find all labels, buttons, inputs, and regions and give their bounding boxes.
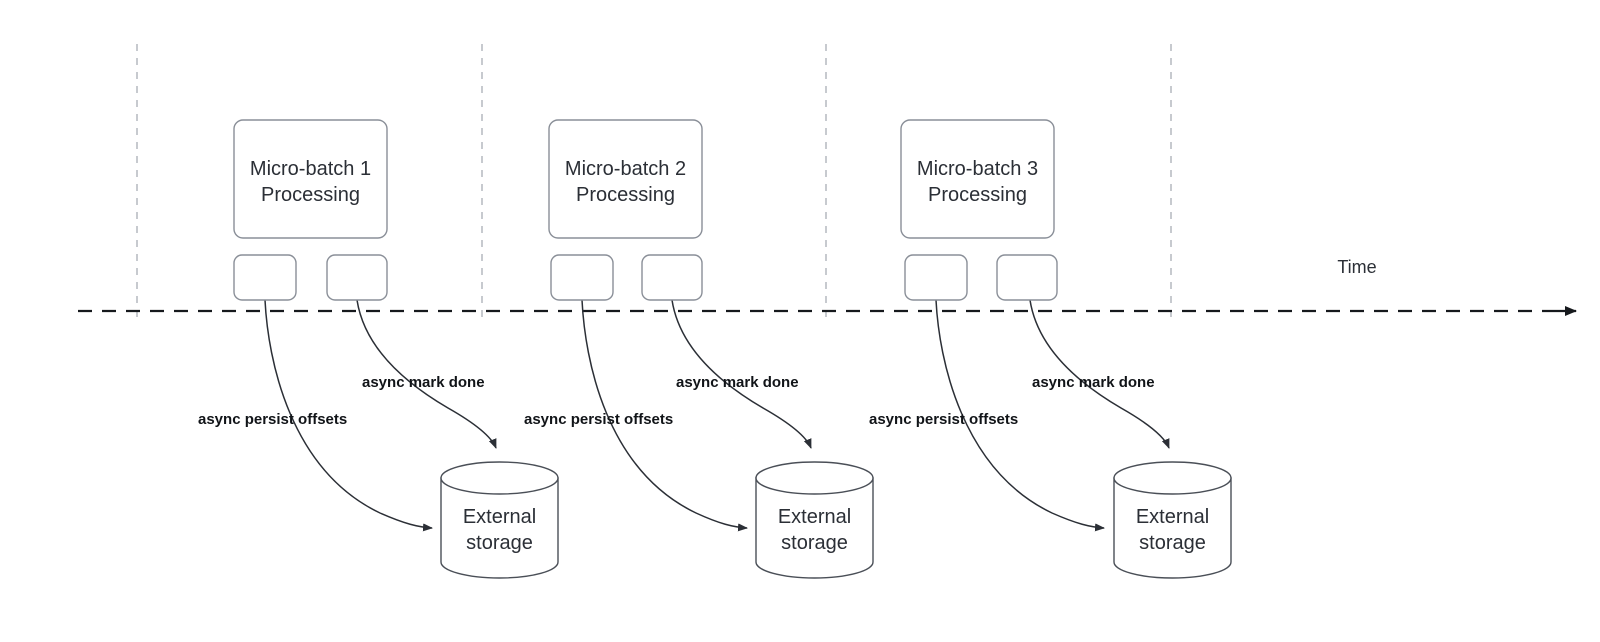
micro-batch-subtitle: Processing: [261, 184, 360, 206]
cylinder-top: [755, 461, 874, 495]
mark-done-edge-label: async mark done: [676, 374, 799, 391]
micro-batch-title: Micro-batch 1: [250, 158, 371, 180]
persist-offsets-edge-label: async persist offsets: [524, 411, 673, 428]
storage-label-line1: External: [1136, 506, 1209, 528]
external-storage-cylinder[interactable]: External storage: [1113, 461, 1232, 579]
mark-done-task-box[interactable]: [326, 254, 388, 301]
micro-batch-subtitle: Processing: [576, 184, 675, 206]
mark-done-edge-label: async mark done: [362, 374, 485, 391]
persist-offsets-edge: [935, 299, 1105, 532]
persist-task-box[interactable]: [233, 254, 297, 301]
mark-done-task-box[interactable]: [641, 254, 703, 301]
micro-batch-processing-box[interactable]: [548, 119, 703, 239]
storage-label-line2: storage: [781, 532, 848, 554]
micro-batch-processing-box[interactable]: [233, 119, 388, 239]
micro-batch-title: Micro-batch 2: [565, 158, 686, 180]
storage-label-line1: External: [463, 506, 536, 528]
storage-label-line2: storage: [466, 532, 533, 554]
persist-task-box[interactable]: [904, 254, 968, 301]
external-storage-cylinder[interactable]: External storage: [440, 461, 559, 579]
mark-done-task-box[interactable]: [996, 254, 1058, 301]
cylinder-body: [1113, 477, 1232, 579]
micro-batch-processing-box[interactable]: [900, 119, 1055, 239]
external-storage-cylinder[interactable]: External storage: [755, 461, 874, 579]
persist-offsets-edge: [581, 299, 748, 532]
persist-offsets-edge-label: async persist offsets: [198, 411, 347, 428]
mark-done-edge: [1029, 299, 1170, 449]
cylinder-top: [1113, 461, 1232, 495]
cylinder-body: [755, 477, 874, 579]
persist-offsets-edge-label: async persist offsets: [869, 411, 1018, 428]
mark-done-edge: [671, 299, 812, 449]
micro-batch-subtitle: Processing: [928, 184, 1027, 206]
micro-batch-title: Micro-batch 3: [917, 158, 1038, 180]
mark-done-edge-label: async mark done: [1032, 374, 1155, 391]
storage-label-line1: External: [778, 506, 851, 528]
storage-label-line2: storage: [1139, 532, 1206, 554]
persist-offsets-edge: [264, 299, 433, 532]
flow-edges: [264, 299, 1170, 532]
mark-done-edge: [356, 299, 497, 449]
edge-labels: async persist offsets async mark done asyn…: [198, 374, 1155, 428]
period-separators: [136, 44, 1172, 318]
cylinder-top: [440, 461, 559, 495]
persist-task-box[interactable]: [550, 254, 614, 301]
batch-groups: Micro-batch 1ProcessingExternalstorageMi…: [233, 119, 1232, 579]
time-axis-label: Time: [1337, 257, 1376, 277]
time-axis: Time: [78, 257, 1577, 316]
cylinder-body: [440, 477, 559, 579]
